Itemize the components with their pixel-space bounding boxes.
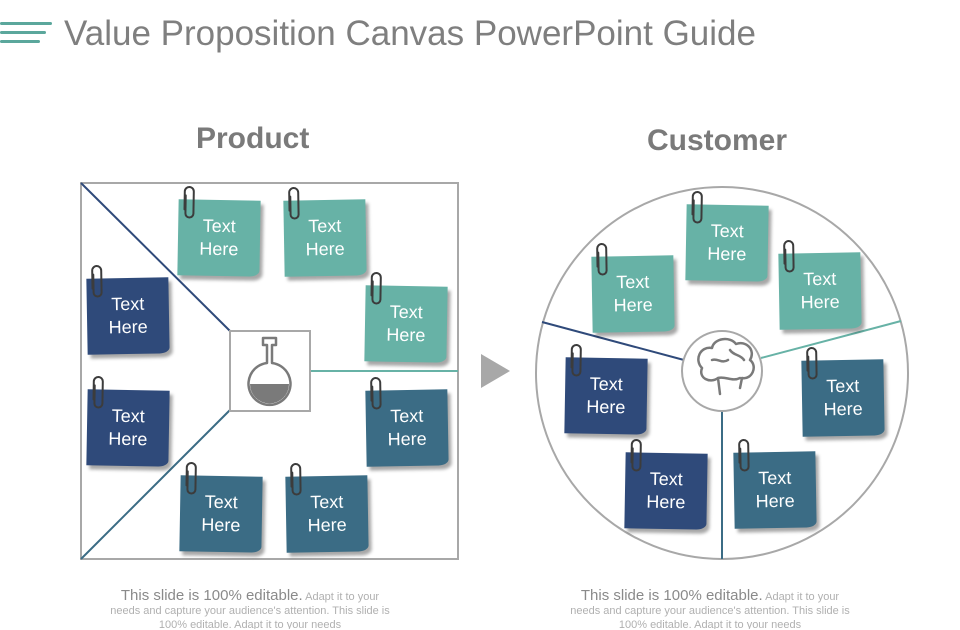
paperclip-icon: [370, 271, 382, 305]
paperclip-icon: [91, 265, 103, 298]
paperclip-icon: [183, 185, 195, 219]
product-divider-top: [80, 182, 231, 332]
paperclip-icon: [370, 377, 382, 410]
paperclip-icon: [185, 461, 197, 495]
paperclip-icon: [691, 190, 703, 224]
brain-icon: [697, 337, 755, 396]
product-caption: This slide is 100% editable. Adapt it to…: [110, 589, 390, 629]
paperclip-icon: [630, 438, 642, 472]
paperclip-icon: [92, 375, 104, 409]
menu-lines-icon: [0, 22, 52, 52]
paperclip-icon: [570, 343, 582, 377]
customer-caption: This slide is 100% editable. Adapt it to…: [570, 589, 850, 629]
customer-heading: Customer: [647, 124, 788, 157]
paperclip-icon: [596, 243, 608, 276]
customer-divider-right: [760, 320, 902, 359]
product-divider-bottom: [80, 409, 231, 560]
page-title: Value Proposition Canvas PowerPoint Guid…: [64, 14, 756, 53]
paperclip-icon: [290, 463, 302, 496]
customer-divider-left: [541, 321, 685, 361]
flask-icon: [247, 336, 292, 407]
paperclip-icon: [738, 439, 750, 472]
paperclip-icon: [783, 240, 795, 273]
customer-center-circle: [681, 330, 763, 412]
paperclip-icon: [288, 187, 300, 220]
play-arrow-icon: [481, 354, 510, 388]
product-heading: Product: [196, 122, 310, 155]
paperclip-icon: [806, 347, 818, 380]
